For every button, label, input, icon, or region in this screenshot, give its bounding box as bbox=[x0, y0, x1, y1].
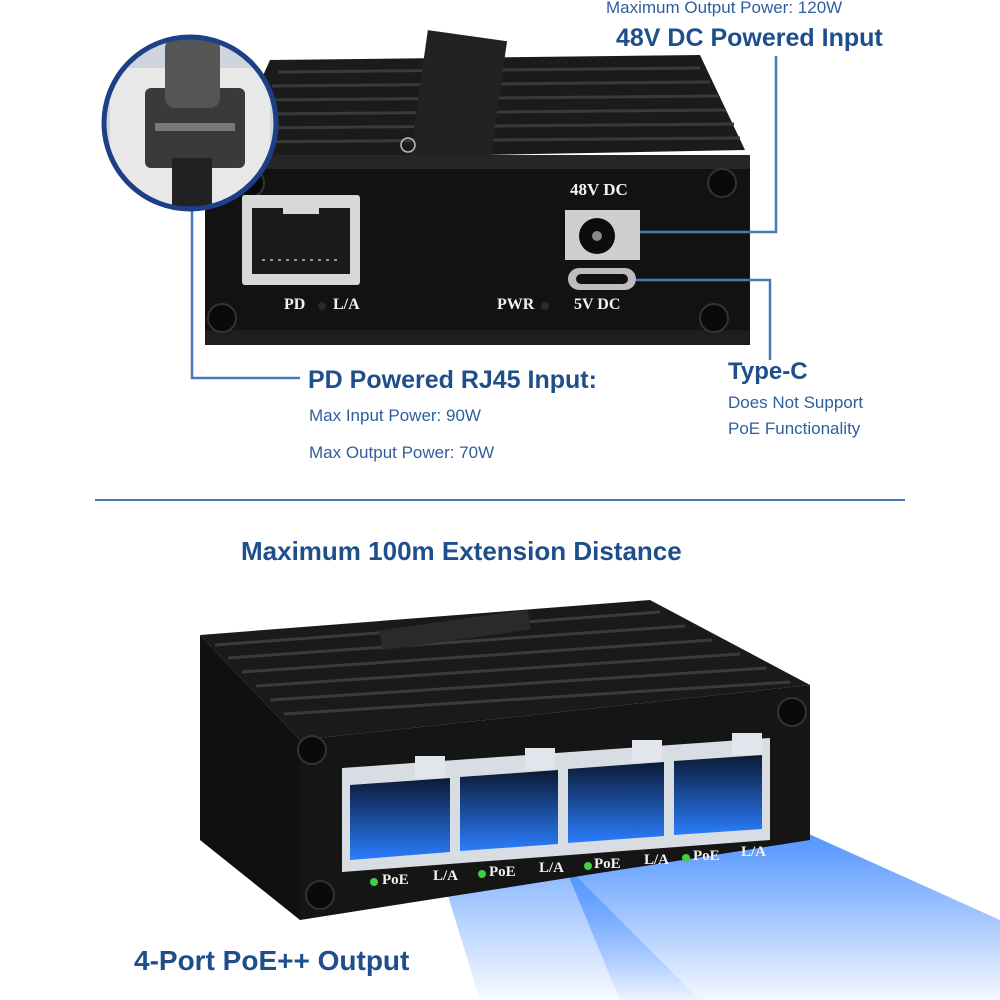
label-la-top: L/A bbox=[333, 296, 360, 313]
port-2-la-label: L/A bbox=[539, 860, 565, 876]
max-output-power-label: Maximum Output Power: 120W bbox=[606, 0, 843, 17]
port-1-poe-label: PoE bbox=[382, 872, 409, 888]
top-device-illustration bbox=[190, 30, 778, 380]
poe-leds bbox=[370, 854, 690, 886]
rj45-port-2 bbox=[460, 770, 558, 851]
bottom-device-heatsink bbox=[200, 600, 810, 740]
typec-line-2: PoE Functionality bbox=[728, 419, 861, 438]
label-pd: PD bbox=[284, 296, 306, 313]
blue-light-beams bbox=[440, 830, 1000, 1000]
bottom-device-illustration bbox=[200, 600, 1000, 1000]
rj45-port-4 bbox=[674, 755, 762, 835]
pd-powered-input-title: PD Powered RJ45 Input: bbox=[308, 366, 597, 394]
typec-title: Type-C bbox=[728, 358, 808, 385]
port-1-la-label: L/A bbox=[433, 868, 459, 884]
label-pwr: PWR bbox=[497, 296, 535, 313]
pd-max-output-power: Max Output Power: 70W bbox=[309, 443, 495, 462]
port-4-la-label: L/A bbox=[741, 844, 767, 860]
rj45-port-3 bbox=[568, 762, 664, 843]
usb-c-port bbox=[568, 268, 636, 290]
pd-max-input-power: Max Input Power: 90W bbox=[309, 406, 481, 425]
label-48v-dc: 48V DC bbox=[570, 180, 628, 199]
typec-line-1: Does Not Support bbox=[728, 393, 864, 412]
section-divider bbox=[95, 499, 905, 501]
top-device-heatsink bbox=[225, 30, 745, 190]
port-2-poe-label: PoE bbox=[489, 864, 516, 880]
pd-rj45-input-port bbox=[242, 195, 360, 285]
la-led bbox=[318, 302, 326, 310]
rj45-output-ports bbox=[350, 733, 762, 860]
port-4-poe-label: PoE bbox=[693, 848, 720, 864]
dc-input-title: 48V DC Powered Input bbox=[616, 24, 883, 52]
bottom-device-side bbox=[200, 635, 300, 920]
pwr-led bbox=[541, 302, 549, 310]
rj45-plug-zoom-inset bbox=[101, 34, 279, 212]
label-5v-dc: 5V DC bbox=[574, 296, 621, 313]
rj45-port-1 bbox=[350, 778, 450, 860]
port-3-poe-label: PoE bbox=[594, 856, 621, 872]
extension-distance-title: Maximum 100m Extension Distance bbox=[241, 536, 682, 566]
port-3-la-label: L/A bbox=[644, 852, 670, 868]
four-port-output-title: 4-Port PoE++ Output bbox=[134, 945, 410, 976]
dc-barrel-jack bbox=[565, 210, 640, 260]
bottom-device-screws bbox=[297, 697, 807, 910]
